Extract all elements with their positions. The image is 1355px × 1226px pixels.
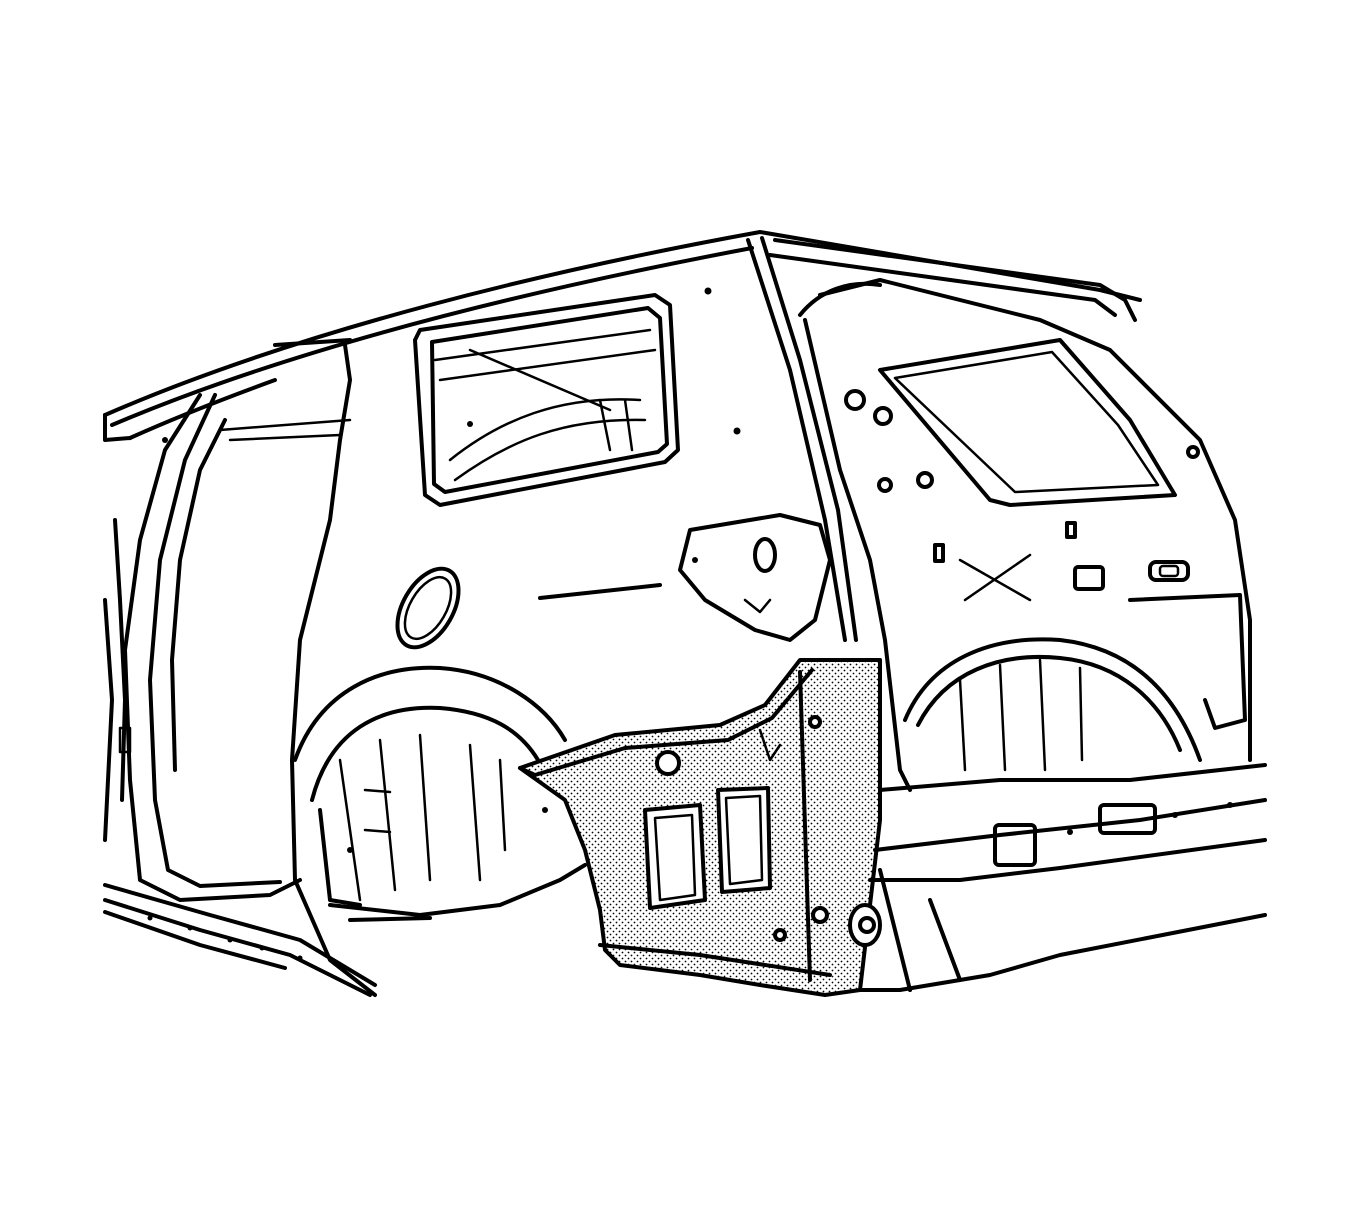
roof-rail [103,230,1142,442]
body-character-line [538,583,662,600]
rear-wheel-arch [293,665,587,922]
fuel-filler-door [395,566,461,650]
weld-points [162,287,741,853]
rear-floor-and-sill [848,763,1267,992]
liftgate-opening [798,278,1252,792]
inner-wheelhouse [903,593,1247,772]
quarter-window-opening [413,293,680,507]
rear-door-opening [103,343,377,997]
rear-wheelhouse-outer-panel [518,658,882,997]
rocker-sill [103,883,377,997]
d-pillar [746,236,1137,642]
quarter-inner-bracket [678,513,832,642]
